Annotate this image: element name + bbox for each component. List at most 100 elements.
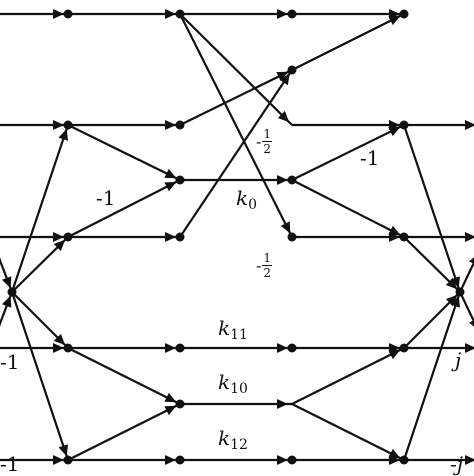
- node-5: [287, 65, 297, 75]
- arrowheads-group: [1, 9, 474, 465]
- edge-40: [10, 291, 70, 461]
- arrowhead-28: [53, 455, 64, 465]
- edge-37: [10, 124, 70, 293]
- arrowhead-42: [1, 276, 12, 289]
- k11-base: k: [218, 316, 231, 340]
- k0-sub: 0: [248, 197, 258, 213]
- arrowhead-7: [276, 71, 289, 82]
- edge-17: [179, 69, 293, 238]
- arrowhead-23: [53, 343, 64, 353]
- arrowhead-30: [277, 455, 288, 465]
- arrowhead-19: [53, 232, 64, 242]
- node-1: [175, 9, 185, 19]
- arrowhead-33: [164, 392, 177, 403]
- arrowhead-16: [388, 126, 401, 137]
- arrowhead-20: [165, 232, 176, 242]
- arrowhead-9: [53, 120, 64, 130]
- label-k10: k10: [218, 372, 248, 396]
- arrowhead-8: [388, 15, 401, 26]
- label-neg-j: -j: [450, 452, 463, 476]
- neg-half-lower-num: 1: [262, 251, 273, 266]
- arrowhead-17: [388, 225, 401, 236]
- node-10: [63, 232, 73, 242]
- edge-46: [402, 291, 462, 461]
- node-0: [63, 9, 73, 19]
- neg-half-upper-den: 2: [263, 142, 272, 156]
- neg-half-upper-sign: -: [256, 132, 262, 151]
- label-neg-one-right: -1: [360, 146, 380, 170]
- arrowhead-6: [280, 221, 291, 234]
- node-9: [287, 175, 297, 185]
- arrowhead-40: [53, 333, 66, 346]
- arrowhead-39: [53, 239, 66, 252]
- node-15: [175, 343, 185, 353]
- label-neg-half-lower: - 1 2: [256, 251, 273, 280]
- arrowhead-41: [58, 444, 68, 457]
- node-8: [175, 175, 185, 185]
- arrowhead-49: [469, 320, 474, 327]
- arrowhead-10: [165, 120, 176, 130]
- node-22: [399, 455, 409, 465]
- k12-sub: 12: [230, 437, 248, 453]
- arrowhead-47: [450, 295, 460, 308]
- label-neg-one-edge-mid: -1: [0, 350, 20, 374]
- arrowhead-24: [165, 343, 176, 353]
- edge-6: [179, 69, 293, 126]
- arrowhead-46: [445, 294, 458, 307]
- edge-4: [179, 13, 293, 126]
- neg-half-upper-fraction: 1 2: [262, 127, 273, 156]
- arrowhead-5: [277, 110, 290, 123]
- neg-half-lower-den: 2: [263, 266, 272, 280]
- edge-43: [402, 124, 462, 293]
- edge-36: [291, 403, 405, 461]
- label-j: j: [455, 348, 462, 372]
- arrowhead-12: [465, 120, 474, 130]
- nodes-group: [7, 9, 465, 465]
- arrowhead-48: [469, 257, 474, 264]
- edge-32: [67, 347, 181, 405]
- arrowhead-35: [277, 399, 288, 409]
- node-18: [175, 399, 185, 409]
- arrowhead-45: [445, 277, 458, 290]
- k0-base: k: [236, 186, 249, 210]
- node-19: [63, 455, 73, 465]
- edge-47: [459, 260, 474, 293]
- arrowhead-36: [388, 349, 401, 360]
- neg-half-lower-sign: -: [256, 256, 262, 275]
- neg-half-lower-fraction: 1 2: [262, 251, 273, 280]
- neg-half-upper-num: 1: [262, 127, 273, 142]
- arrowhead-3: [277, 9, 288, 19]
- arrowhead-22: [465, 232, 474, 242]
- node-14: [63, 343, 73, 353]
- arrowhead-13: [277, 175, 288, 185]
- arrowhead-25: [277, 343, 288, 353]
- arrowhead-37: [388, 448, 401, 459]
- node-2: [287, 9, 297, 19]
- arrowhead-29: [165, 455, 176, 465]
- edge-33: [67, 403, 181, 461]
- arrowhead-27: [465, 343, 474, 353]
- edge-14: [67, 179, 181, 238]
- node-11: [175, 232, 185, 242]
- arrowhead-2: [165, 9, 176, 19]
- label-neg-one-left: -1: [96, 186, 116, 210]
- edge-7: [291, 13, 405, 71]
- k12-base: k: [218, 426, 231, 450]
- k10-sub: 10: [230, 381, 248, 397]
- label-neg-one-edge-bot: -1: [0, 452, 20, 476]
- edge-48: [459, 291, 474, 324]
- arrowhead-34: [164, 405, 177, 416]
- arrowhead-38: [58, 128, 68, 141]
- k11-sub: 11: [230, 327, 248, 343]
- k10-base: k: [218, 370, 231, 394]
- node-6: [63, 120, 73, 130]
- node-3: [399, 9, 409, 19]
- label-k11: k11: [218, 318, 248, 342]
- node-4: [175, 120, 185, 130]
- arrowhead-43: [1, 295, 12, 308]
- edge-15: [291, 124, 405, 181]
- node-21: [287, 455, 297, 465]
- edge-35: [291, 347, 405, 405]
- node-23: [7, 287, 17, 297]
